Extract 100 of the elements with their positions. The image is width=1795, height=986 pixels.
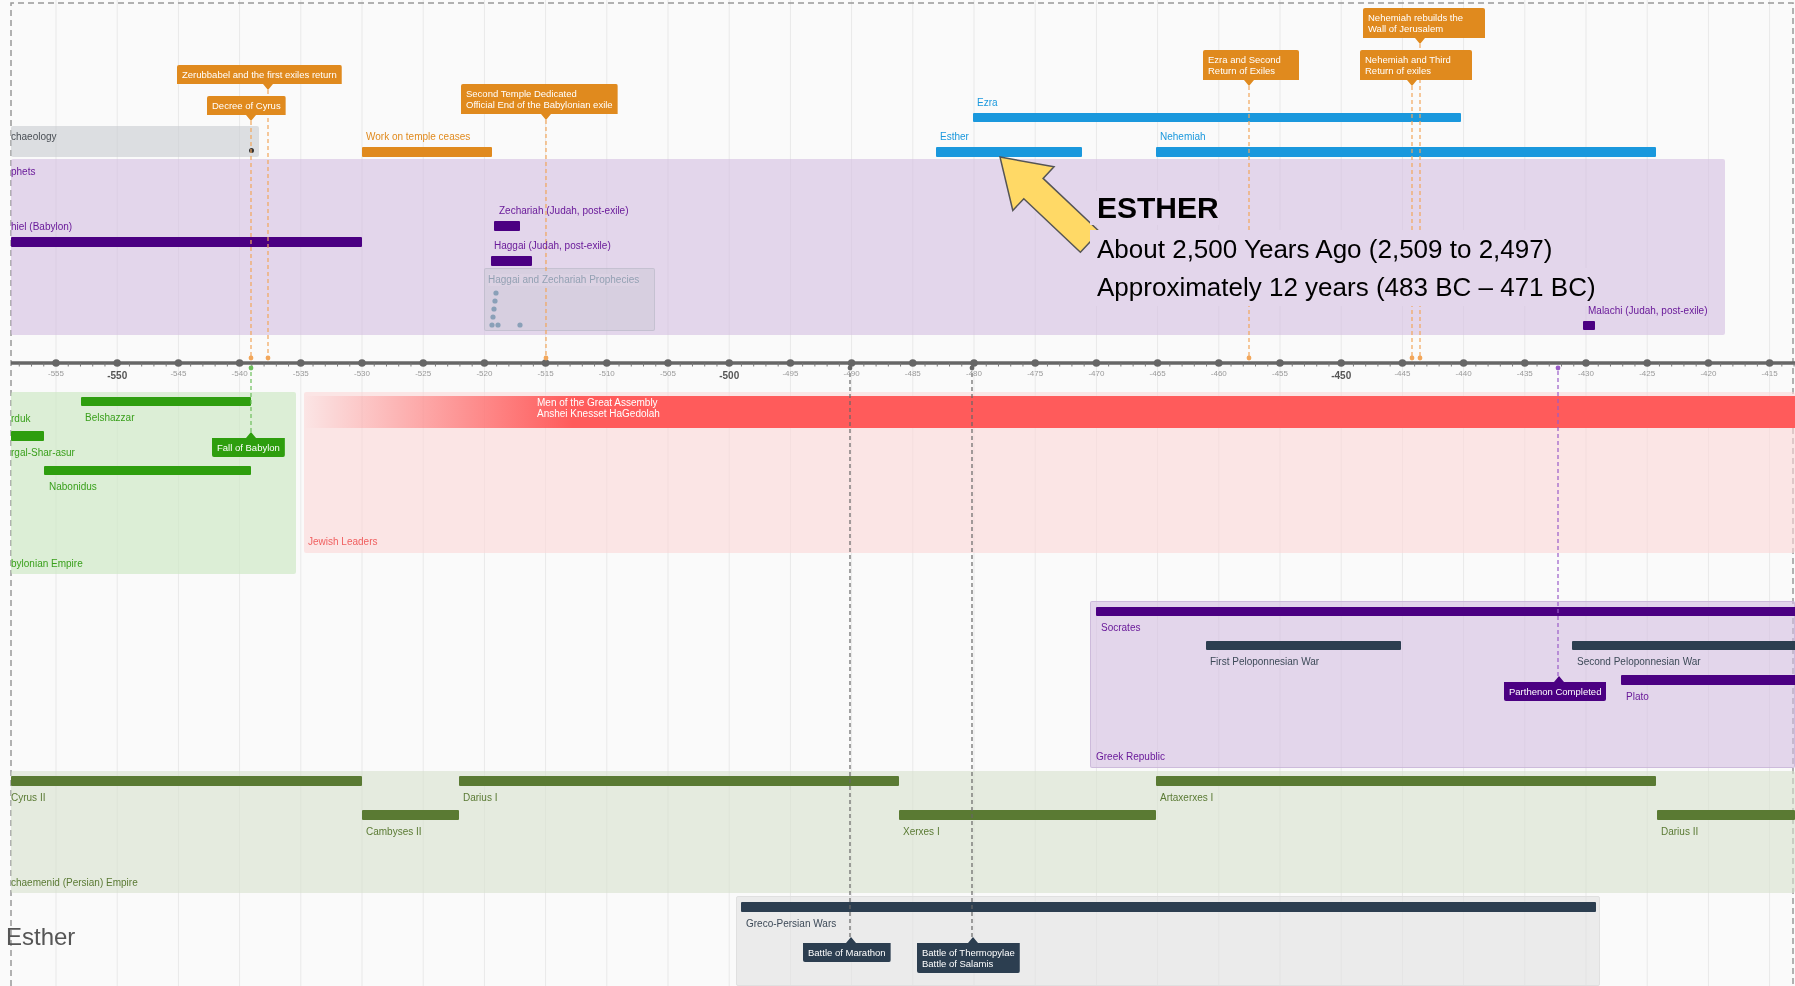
leader-line bbox=[248, 365, 254, 433]
bar-label: Esther bbox=[939, 131, 970, 143]
event-callout bbox=[1363, 8, 1485, 44]
bar-label: Ezra bbox=[976, 97, 999, 109]
callout-text: Ezra and Second Return of Exiles bbox=[1208, 54, 1282, 76]
bar-label: Belshazzar bbox=[84, 412, 136, 424]
leader-line bbox=[847, 365, 853, 938]
tick-label: -425 bbox=[1638, 369, 1657, 379]
tick-label: -555 bbox=[47, 369, 65, 379]
tick-label: -495 bbox=[781, 369, 800, 379]
block-arrow bbox=[999, 156, 1101, 254]
tick-label: -470 bbox=[1087, 369, 1106, 379]
leader-line bbox=[543, 119, 549, 361]
tick-label: -450 bbox=[1330, 370, 1353, 382]
heading: ESTHER bbox=[1090, 191, 1219, 225]
group-band bbox=[1090, 601, 1795, 768]
tick-label: -545 bbox=[169, 369, 188, 379]
tick-label: -475 bbox=[1026, 369, 1045, 379]
event-callout bbox=[1360, 50, 1472, 86]
tick-label: -420 bbox=[1699, 369, 1718, 379]
info-text: About 2,500 Years Ago (2,509 to 2,497) bbox=[1090, 230, 1553, 268]
tick-label: -505 bbox=[659, 369, 677, 379]
page-caption: Esther bbox=[6, 922, 76, 952]
event-callout bbox=[1203, 50, 1299, 86]
leader-line bbox=[1246, 85, 1252, 361]
tick-label: -460 bbox=[1209, 369, 1228, 379]
event-callout bbox=[917, 937, 1020, 973]
group-label: Jewish Leaders bbox=[308, 536, 378, 548]
group-label: chaemenid (Persian) Empire bbox=[11, 877, 138, 889]
timeline-axis bbox=[11, 358, 1795, 368]
bar-label: Haggai (Judah, post-exile) bbox=[493, 240, 611, 252]
event-callout bbox=[1504, 676, 1607, 701]
callout-text: Official End of the Babylonian exile bbox=[466, 99, 613, 110]
group-band bbox=[304, 392, 1795, 553]
group-band bbox=[11, 771, 1795, 893]
bar-label: Work on temple ceases bbox=[365, 131, 472, 143]
group-label: Greek Republic bbox=[1096, 751, 1165, 763]
group-band bbox=[736, 896, 1600, 986]
bar-label: hiel (Babylon) bbox=[11, 221, 74, 233]
bar-label: Artaxerxes I bbox=[1159, 792, 1215, 804]
group-band bbox=[11, 392, 296, 574]
group-label: Greco-Persian Wars bbox=[746, 918, 837, 930]
bar-label: Zechariah (Judah, post-exile) bbox=[498, 205, 629, 217]
tick-label: -535 bbox=[291, 369, 310, 379]
tick-label: -540 bbox=[230, 369, 249, 379]
event-callout bbox=[177, 65, 342, 90]
bar-label: Nehemiah bbox=[1159, 131, 1207, 143]
event-callout bbox=[461, 84, 618, 120]
bar-label: First Peloponnesian War bbox=[1209, 656, 1321, 668]
info-box bbox=[484, 268, 655, 331]
leader-line bbox=[1417, 43, 1423, 361]
leader-line bbox=[248, 120, 254, 361]
bar-label: Darius II bbox=[1660, 826, 1700, 838]
callout-text: Battle of Thermopylae bbox=[922, 947, 1015, 958]
event-callout bbox=[207, 96, 286, 121]
group-label: phets bbox=[11, 166, 36, 178]
group-band bbox=[11, 159, 1725, 335]
tick-label: -455 bbox=[1271, 369, 1289, 379]
leader-line bbox=[265, 89, 271, 361]
tick-label: -510 bbox=[597, 369, 616, 379]
bar-label: Second Peloponnesian War bbox=[1576, 656, 1702, 668]
tick-label: -530 bbox=[353, 369, 371, 379]
tick-label: -490 bbox=[842, 369, 861, 379]
tick-label: -430 bbox=[1577, 369, 1595, 379]
callout-text: Nehemiah and Third Return of exiles bbox=[1365, 54, 1452, 76]
bar-label: Cambyses II bbox=[365, 826, 423, 838]
tick-label: -550 bbox=[106, 370, 129, 382]
tick-label: -520 bbox=[475, 369, 494, 379]
bar-label: rduk bbox=[11, 413, 31, 425]
leader-line bbox=[1555, 365, 1561, 677]
callout-text: Battle of Marathon bbox=[808, 947, 886, 958]
bar-label: Malachi (Judah, post-exile) bbox=[1587, 305, 1708, 317]
tick-label: -500 bbox=[718, 370, 741, 382]
group-band bbox=[11, 126, 259, 157]
tick-label: -440 bbox=[1454, 369, 1473, 379]
tick-label: -515 bbox=[536, 369, 555, 379]
callout-text: Decree of Cyrus bbox=[212, 100, 281, 111]
event-callout bbox=[212, 432, 285, 457]
bar-label: Men of the Great Assembly bbox=[537, 397, 658, 408]
tick-label: -415 bbox=[1760, 369, 1779, 379]
tick-label: -485 bbox=[903, 369, 922, 379]
leader-line bbox=[969, 365, 975, 938]
callout-text: Battle of Salamis bbox=[922, 958, 995, 969]
callout-text: Zerubbabel and the first exiles return bbox=[182, 69, 337, 80]
bar-label: Cyrus II bbox=[11, 792, 47, 804]
group-label: Haggai and Zechariah Prophecies bbox=[488, 274, 640, 286]
tick-label: -435 bbox=[1515, 369, 1534, 379]
event-callout bbox=[803, 937, 891, 962]
tick-label: -465 bbox=[1148, 369, 1167, 379]
bar-label: rgal-Shar-asur bbox=[11, 447, 75, 459]
tick-label: -525 bbox=[414, 369, 433, 379]
bar-label: Plato bbox=[1625, 691, 1650, 703]
callout-text: Parthenon Completed bbox=[1509, 686, 1602, 697]
bar-label: Darius I bbox=[462, 792, 499, 804]
leader-line bbox=[1409, 85, 1415, 361]
bar-label: Nabonidus bbox=[48, 481, 98, 493]
callout-text: Fall of Babylon bbox=[217, 442, 280, 453]
bar-label: Socrates bbox=[1100, 622, 1142, 634]
group-label: bylonian Empire bbox=[11, 558, 83, 570]
callout-text: Second Temple Dedicated bbox=[466, 88, 578, 99]
